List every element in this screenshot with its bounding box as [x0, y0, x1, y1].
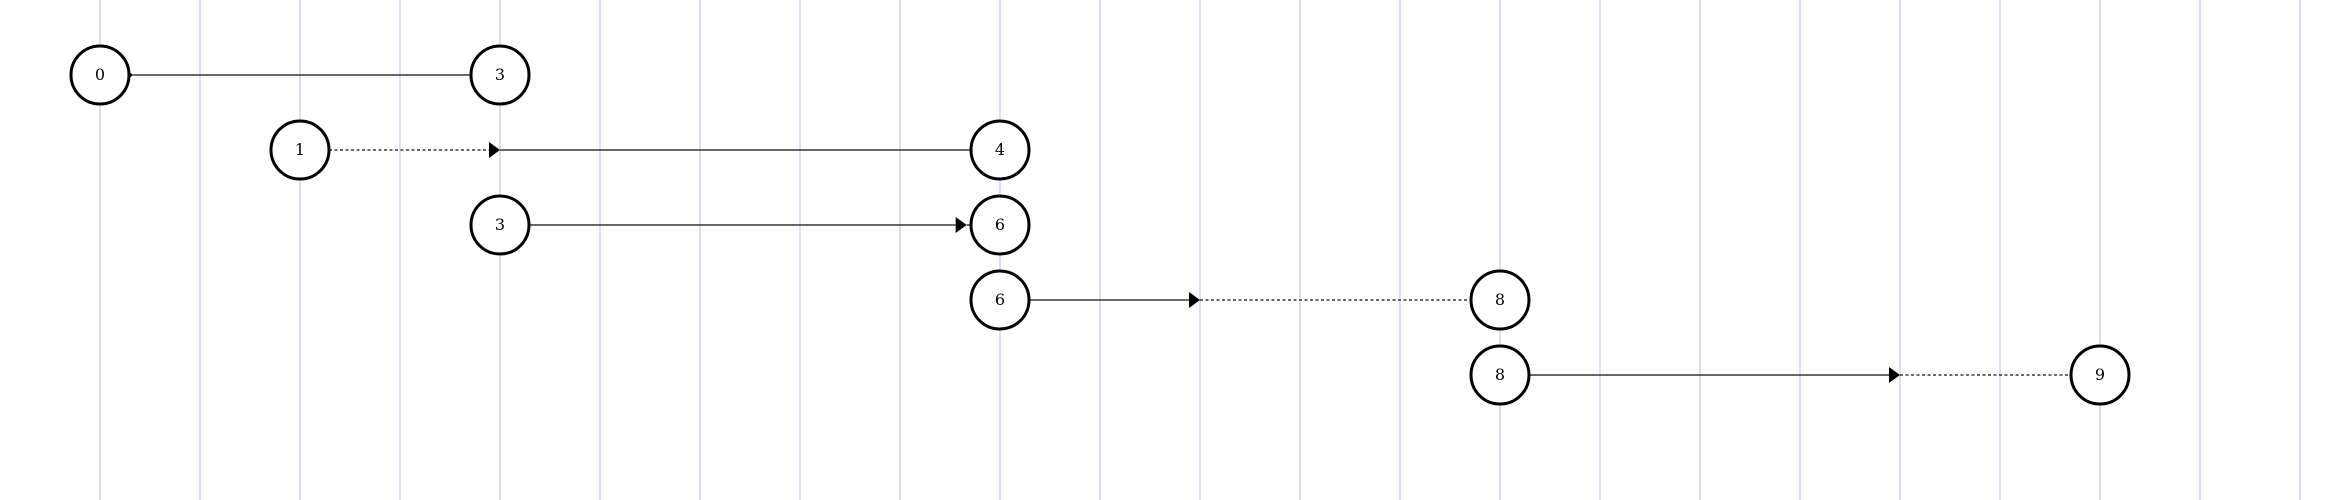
end-node: 6 [969, 194, 1031, 256]
end-node: 9 [2069, 344, 2131, 406]
arrowhead-icon [489, 142, 500, 158]
edge-row-2 [329, 142, 971, 158]
end-node: 3 [469, 44, 531, 106]
arrowhead-icon [1889, 367, 1900, 383]
start-node: 0 [69, 44, 131, 106]
end-node: 8 [1469, 269, 1531, 331]
node-label: 0 [95, 65, 105, 84]
node-circle [1469, 344, 1531, 406]
start-node: 3 [469, 194, 531, 256]
node-circle [469, 44, 531, 106]
start-node: 1 [269, 119, 331, 181]
end-node: 4 [969, 119, 1031, 181]
node-label: 3 [495, 65, 505, 84]
node-circle [69, 44, 131, 106]
node-circle [969, 194, 1031, 256]
node-label: 9 [2095, 365, 2105, 384]
edge-row-1 [122, 67, 471, 83]
node-label: 4 [995, 140, 1005, 159]
node-circle [969, 269, 1031, 331]
node-label: 1 [295, 140, 305, 159]
node-circle [969, 119, 1031, 181]
node-label: 3 [495, 215, 505, 234]
edges [122, 67, 2071, 383]
grid-lines [99, 0, 2301, 500]
node-circle [1469, 269, 1531, 331]
nodes: 0 3 1 4 3 6 6 8 8 9 [69, 44, 2131, 406]
node-label: 6 [995, 215, 1005, 234]
node-label: 8 [1495, 290, 1505, 309]
arrowhead-icon [1189, 292, 1200, 308]
start-node: 8 [1469, 344, 1531, 406]
arrowhead-icon [955, 217, 967, 233]
edge-row-5 [1529, 367, 2071, 383]
edge-row-4 [1029, 292, 1471, 308]
node-circle [2069, 344, 2131, 406]
edge-row-3 [529, 217, 971, 233]
node-circle [269, 119, 331, 181]
node-circle [469, 194, 531, 256]
start-node: 6 [969, 269, 1031, 331]
node-label: 6 [995, 290, 1005, 309]
node-label: 8 [1495, 365, 1505, 384]
